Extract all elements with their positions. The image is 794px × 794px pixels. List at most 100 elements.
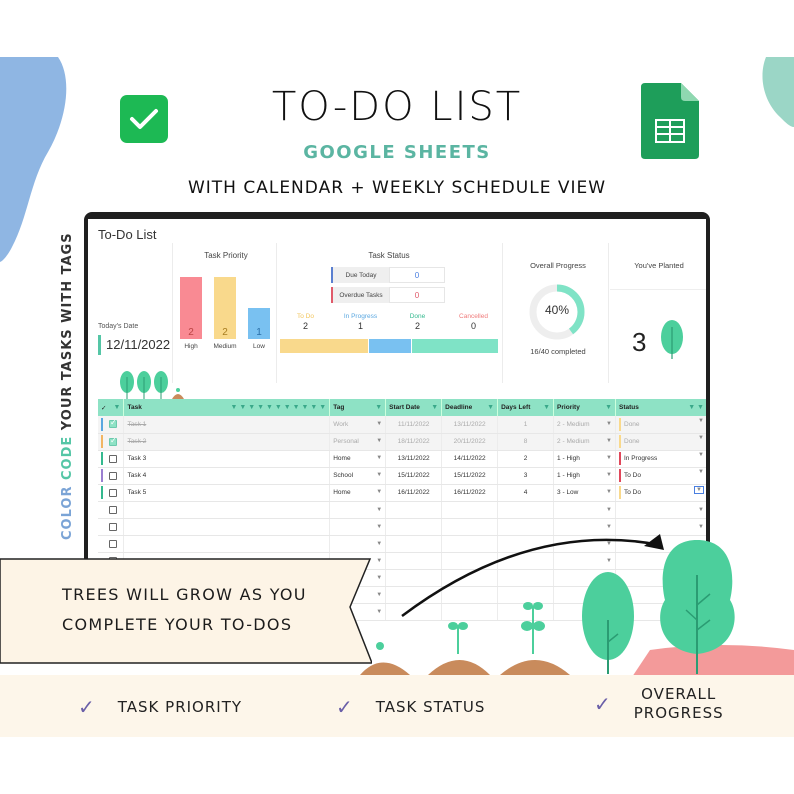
deadline[interactable]: 14/11/2022	[441, 450, 499, 468]
task-name[interactable]	[123, 535, 331, 553]
priority-cell[interactable]: 2 - Medium▼	[553, 433, 616, 451]
priority-bar-high: 2	[180, 277, 202, 339]
feature-overall-progress: ✓ OVERALL PROGRESS	[594, 685, 724, 723]
status-cell[interactable]: In Progress▼	[615, 450, 706, 468]
dropdown-icon[interactable]: ▼	[376, 574, 383, 581]
filter-icon[interactable]: ▼	[431, 404, 439, 411]
start-date[interactable]: 16/11/2022	[385, 484, 443, 502]
dropdown-icon[interactable]: ▼	[376, 557, 383, 564]
tag-cell[interactable]: Home▼	[329, 450, 387, 468]
priority-cell[interactable]: 1 - High▼	[553, 450, 616, 468]
dropdown-icon[interactable]: ▼	[606, 420, 612, 427]
task-name[interactable]: Task 5	[123, 484, 331, 502]
dropdown-icon[interactable]: ▼	[376, 420, 383, 427]
filter-icon[interactable]: ▼	[487, 404, 495, 411]
task-checkbox[interactable]	[109, 471, 117, 480]
dropdown-icon[interactable]: ▼	[698, 523, 704, 530]
header-check[interactable]: ✓▼	[98, 399, 125, 416]
task-name[interactable]: Task 3	[123, 450, 331, 468]
today-date-value[interactable]: 12/11/2022	[98, 335, 170, 355]
mini-forest-icon	[120, 371, 184, 399]
dropdown-icon[interactable]: ▼	[376, 523, 383, 530]
status-cell[interactable]: To Do▼	[615, 467, 706, 485]
task-checkbox[interactable]	[109, 436, 117, 446]
dropdown-icon[interactable]: ▼	[698, 435, 704, 441]
start-date[interactable]: 18/11/2022	[385, 433, 443, 451]
filter-icon[interactable]: ▼ ▼	[688, 404, 704, 411]
priority-cell[interactable]: 2 - Medium▼	[553, 416, 616, 434]
dropdown-icon[interactable]: ▼	[606, 557, 612, 564]
filter-icon[interactable]: ▼	[543, 404, 551, 411]
header-status[interactable]: Status▼ ▼	[615, 399, 706, 416]
task-name[interactable]: Task 2	[123, 433, 331, 451]
task-name[interactable]: Task 1	[123, 416, 331, 434]
dropdown-icon[interactable]: ▼	[698, 452, 704, 458]
dropdown-icon[interactable]: ▼	[376, 608, 383, 615]
start-date[interactable]: 15/11/2022	[385, 467, 443, 485]
priority-cell[interactable]: 1 - High▼	[553, 467, 616, 485]
deadline[interactable]: 13/11/2022	[441, 416, 499, 434]
filter-icon[interactable]: ▼ ▼ ▼ ▼ ▼ ▼ ▼ ▼ ▼ ▼ ▼	[230, 404, 327, 411]
priority-cell[interactable]: ▼	[553, 518, 616, 536]
dropdown-icon[interactable]: ▼	[376, 438, 383, 444]
task-name[interactable]	[123, 518, 331, 536]
dropdown-icon[interactable]: ▼	[606, 438, 612, 444]
task-checkbox[interactable]	[109, 454, 117, 463]
status-cell[interactable]: ▼	[615, 501, 706, 519]
status-cell[interactable]: ▼	[615, 518, 706, 536]
status-cell[interactable]: To Do▼	[615, 484, 706, 502]
deadline[interactable]: 20/11/2022	[441, 433, 499, 451]
features-footer: ✓ TASK PRIORITY ✓ TASK STATUS ✓ OVERALL …	[0, 675, 794, 737]
tag-cell[interactable]: School▼	[329, 467, 387, 485]
dropdown-icon[interactable]: ▼	[606, 489, 612, 495]
priority-cell[interactable]: ▼	[553, 552, 616, 570]
header-tag[interactable]: Tag▼	[329, 399, 387, 416]
dropdown-icon[interactable]: ▼	[606, 455, 612, 461]
filter-icon[interactable]: ▼	[113, 403, 121, 411]
dropdown-icon[interactable]: ▼	[376, 489, 383, 495]
dropdown-icon[interactable]: ▼	[376, 591, 383, 598]
priority-cell[interactable]: ▼	[553, 501, 616, 519]
status-in-progress: In Progress 1	[333, 313, 388, 331]
header-task[interactable]: Task▼ ▼ ▼ ▼ ▼ ▼ ▼ ▼ ▼ ▼ ▼	[123, 399, 331, 416]
tag-cell[interactable]: ▼	[329, 518, 387, 536]
dropdown-icon[interactable]: ▼	[606, 472, 612, 478]
dropdown-icon[interactable]: ▼	[376, 506, 383, 513]
dropdown-icon[interactable]: ▼	[606, 506, 612, 513]
deadline[interactable]: 15/11/2022	[441, 467, 499, 485]
deadline[interactable]: 16/11/2022	[441, 484, 499, 502]
start-date[interactable]: 11/11/2022	[385, 416, 443, 434]
decorative-blob-right	[762, 57, 794, 127]
dropdown-icon[interactable]: ▼	[606, 540, 612, 547]
status-cell[interactable]: Done▼	[615, 433, 706, 451]
task-checkbox[interactable]	[109, 505, 117, 514]
header-start-date[interactable]: Start Date▼	[385, 399, 443, 416]
dropdown-icon[interactable]: ▼	[606, 523, 612, 530]
task-name[interactable]: Task 4	[123, 467, 331, 485]
filter-icon[interactable]: ▼	[605, 404, 612, 411]
filter-icon[interactable]: ▼	[375, 404, 383, 411]
tag-cell[interactable]: Work▼	[329, 416, 387, 434]
dropdown-icon[interactable]: ▼	[698, 506, 704, 513]
task-checkbox[interactable]	[109, 522, 117, 531]
header-deadline[interactable]: Deadline▼	[441, 399, 499, 416]
tag-cell[interactable]: ▼	[329, 535, 387, 553]
task-name[interactable]	[123, 501, 331, 519]
status-cell[interactable]: Done▼	[615, 416, 706, 434]
dropdown-icon[interactable]: ▼	[376, 472, 383, 478]
header-days-left[interactable]: Days Left▼	[497, 399, 555, 416]
task-checkbox[interactable]	[109, 539, 117, 548]
dropdown-icon[interactable]: ▼	[694, 486, 704, 494]
tag-cell[interactable]: ▼	[329, 501, 387, 519]
priority-cell[interactable]: 3 - Low▼	[553, 484, 616, 502]
dropdown-icon[interactable]: ▼	[698, 417, 704, 424]
start-date[interactable]: 13/11/2022	[385, 450, 443, 468]
header-priority[interactable]: Priority▼	[553, 399, 616, 416]
dropdown-icon[interactable]: ▼	[698, 469, 704, 475]
tag-cell[interactable]: Personal▼	[329, 433, 387, 451]
dropdown-icon[interactable]: ▼	[376, 455, 383, 461]
task-checkbox[interactable]	[109, 488, 117, 497]
tag-cell[interactable]: Home▼	[329, 484, 387, 502]
dropdown-icon[interactable]: ▼	[376, 540, 383, 547]
task-checkbox[interactable]	[109, 418, 117, 429]
